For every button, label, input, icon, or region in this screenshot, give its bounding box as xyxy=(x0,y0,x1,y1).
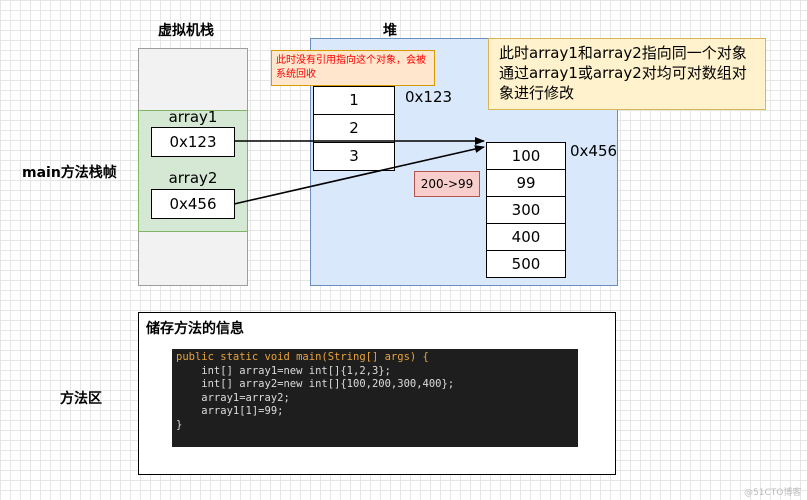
array-cell: 100 xyxy=(486,142,566,170)
code-line-3: int[] array2=new int[]{100,200,300,400}; xyxy=(176,378,455,390)
note-line: 通过array1或array2对均可对数组对 xyxy=(499,64,747,82)
array-cell: 500 xyxy=(486,250,566,278)
array-cell: 1 xyxy=(313,86,395,115)
note-line: 象进行修改 xyxy=(499,84,575,102)
code-token: public static void main(String[] args) { xyxy=(176,351,429,363)
code-line-5: array1=array2; xyxy=(176,391,290,404)
stack-title: 虚拟机栈 xyxy=(158,23,214,39)
main-stack-frame: array1 0x123 array2 0x456 xyxy=(138,108,248,232)
code-line-6: array1[1]=99; xyxy=(176,405,284,417)
array-cell: 400 xyxy=(486,223,566,251)
frame-label: main方法栈帧 xyxy=(22,165,117,181)
method-info-title: 储存方法的信息 xyxy=(146,321,244,337)
code-line-2: int[] array1=new int[]{1,2,3}; xyxy=(176,364,391,377)
note-line: 此时array1和array2指向同一个对象 xyxy=(499,44,747,62)
var-value-array2: 0x456 xyxy=(151,189,235,219)
shared-reference-note: 此时array1和array2指向同一个对象 通过array1或array2对均… xyxy=(488,38,766,110)
array-cell: 3 xyxy=(313,142,395,171)
var-value-array1: 0x123 xyxy=(151,127,235,157)
method-area-label: 方法区 xyxy=(60,391,102,407)
var-name-array1: array1 xyxy=(168,108,218,126)
code-line-7: } xyxy=(176,418,183,431)
array-cell: 99 xyxy=(486,169,566,197)
code-line-1: public static void main(String[] args) { xyxy=(176,351,574,365)
code-block: public static void main(String[] args) {… xyxy=(172,349,578,447)
array2-reference-arrow xyxy=(233,145,485,205)
array-b-address: 0x456 xyxy=(570,142,618,160)
method-area-box: 储存方法的信息 public static void main(String[]… xyxy=(138,312,616,475)
array-cell: 2 xyxy=(313,114,395,143)
unreferenced-note: 此时没有引用指向这个对象，会被系统回收 xyxy=(271,50,435,86)
array-a-address: 0x123 xyxy=(405,88,453,106)
watermark: @51CTO博客 xyxy=(744,488,802,498)
heap-title: 堆 xyxy=(383,23,397,39)
var-name-array2: array2 xyxy=(168,169,218,187)
change-label: 200->99 xyxy=(414,171,480,197)
